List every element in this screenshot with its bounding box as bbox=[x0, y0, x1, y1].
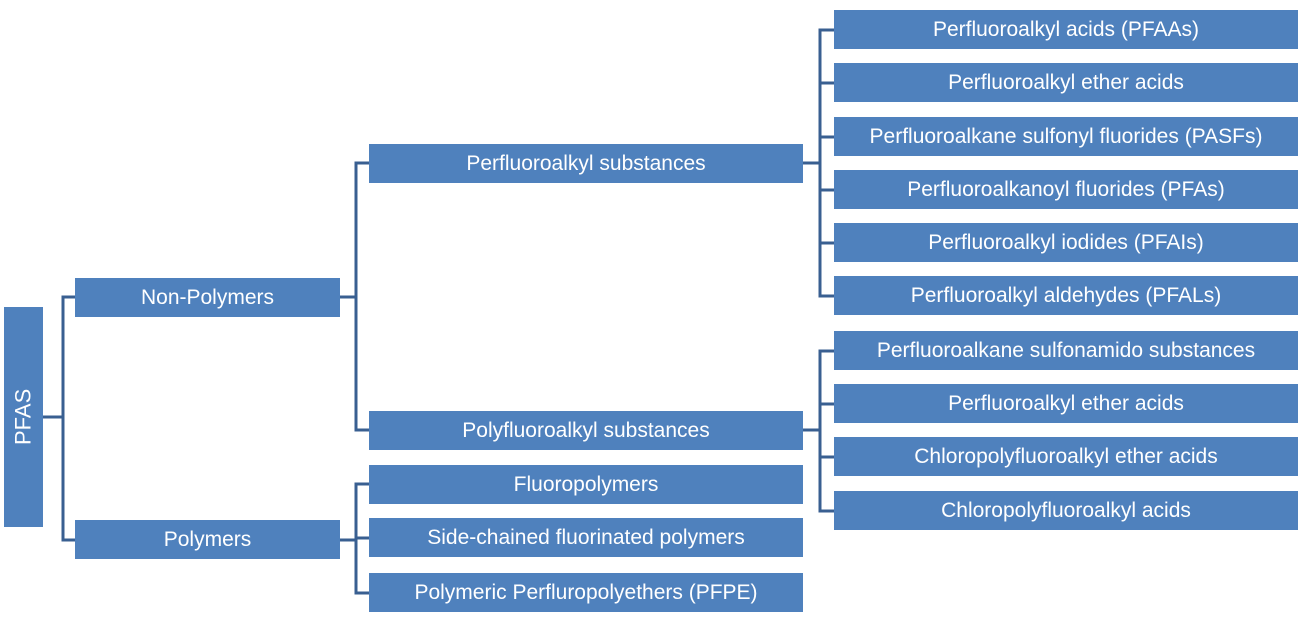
node-chloropolyfluoroalkyl-acids: Chloropolyfluoroalkyl acids bbox=[834, 491, 1298, 530]
node-polymeric-perfluropolyethers: Polymeric Perfluropolyethers (PFPE) bbox=[369, 573, 803, 612]
node-polymers: Polymers bbox=[75, 520, 340, 559]
node-perfluoroalkyl-ether-acids: Perfluoroalkyl ether acids bbox=[834, 63, 1298, 102]
node-perfluoroalkane-sulfonamido-substances: Perfluoroalkane sulfonamido substances bbox=[834, 331, 1298, 370]
node-perfluoroalkyl-iodides: Perfluoroalkyl iodides (PFAIs) bbox=[834, 223, 1298, 262]
node-perfluoroalkanoyl-fluorides: Perfluoroalkanoyl fluorides (PFAs) bbox=[834, 170, 1298, 209]
node-chloropolyfluoroalkyl-ether-acids: Chloropolyfluoroalkyl ether acids bbox=[834, 437, 1298, 476]
node-perfluoroalkyl-substances: Perfluoroalkyl substances bbox=[369, 144, 803, 183]
node-non-polymers: Non-Polymers bbox=[75, 278, 340, 317]
node-fluoropolymers: Fluoropolymers bbox=[369, 465, 803, 504]
node-polyfluoroalkyl-substances: Polyfluoroalkyl substances bbox=[369, 411, 803, 450]
node-perfluoroalkane-sulfonyl-fluorides: Perfluoroalkane sulfonyl fluorides (PASF… bbox=[834, 117, 1298, 156]
node-perfluoroalkyl-aldehydes: Perfluoroalkyl aldehydes (PFALs) bbox=[834, 276, 1298, 315]
node-side-chained-fluorinated-polymers: Side-chained fluorinated polymers bbox=[369, 518, 803, 557]
node-pfas: PFAS bbox=[4, 307, 43, 527]
node-perfluoroalkyl-acids: Perfluoroalkyl acids (PFAAs) bbox=[834, 10, 1298, 49]
node-poly-perfluoroalkyl-ether-acids: Perfluoroalkyl ether acids bbox=[834, 384, 1298, 423]
